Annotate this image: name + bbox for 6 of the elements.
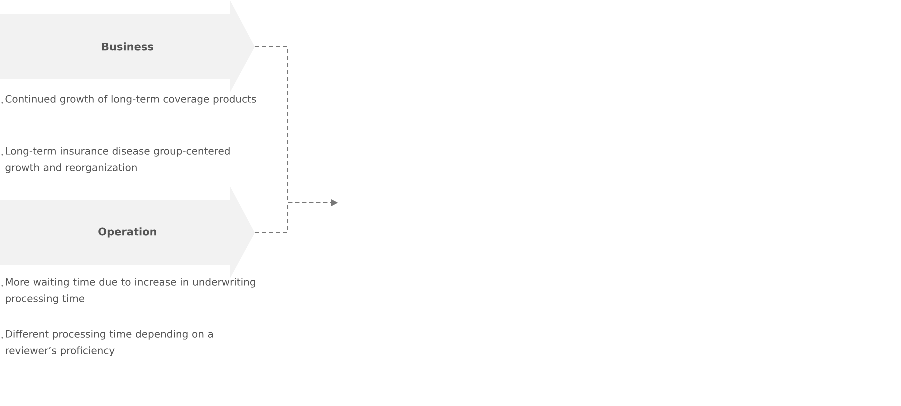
bullet-item: Different processing time depending on a reviewer’s proficiency [2,330,214,356]
arrow-band: Business [0,0,255,93]
bullet-item: Continued growth of long-term coverage products [2,95,256,105]
arrow-band: Operation [0,186,255,279]
bullet-item: More waiting time due to increase in underwriting processing time [2,278,256,304]
bullet-item: Long-term insurance disease group-centered growth and reorganization [2,147,230,174]
